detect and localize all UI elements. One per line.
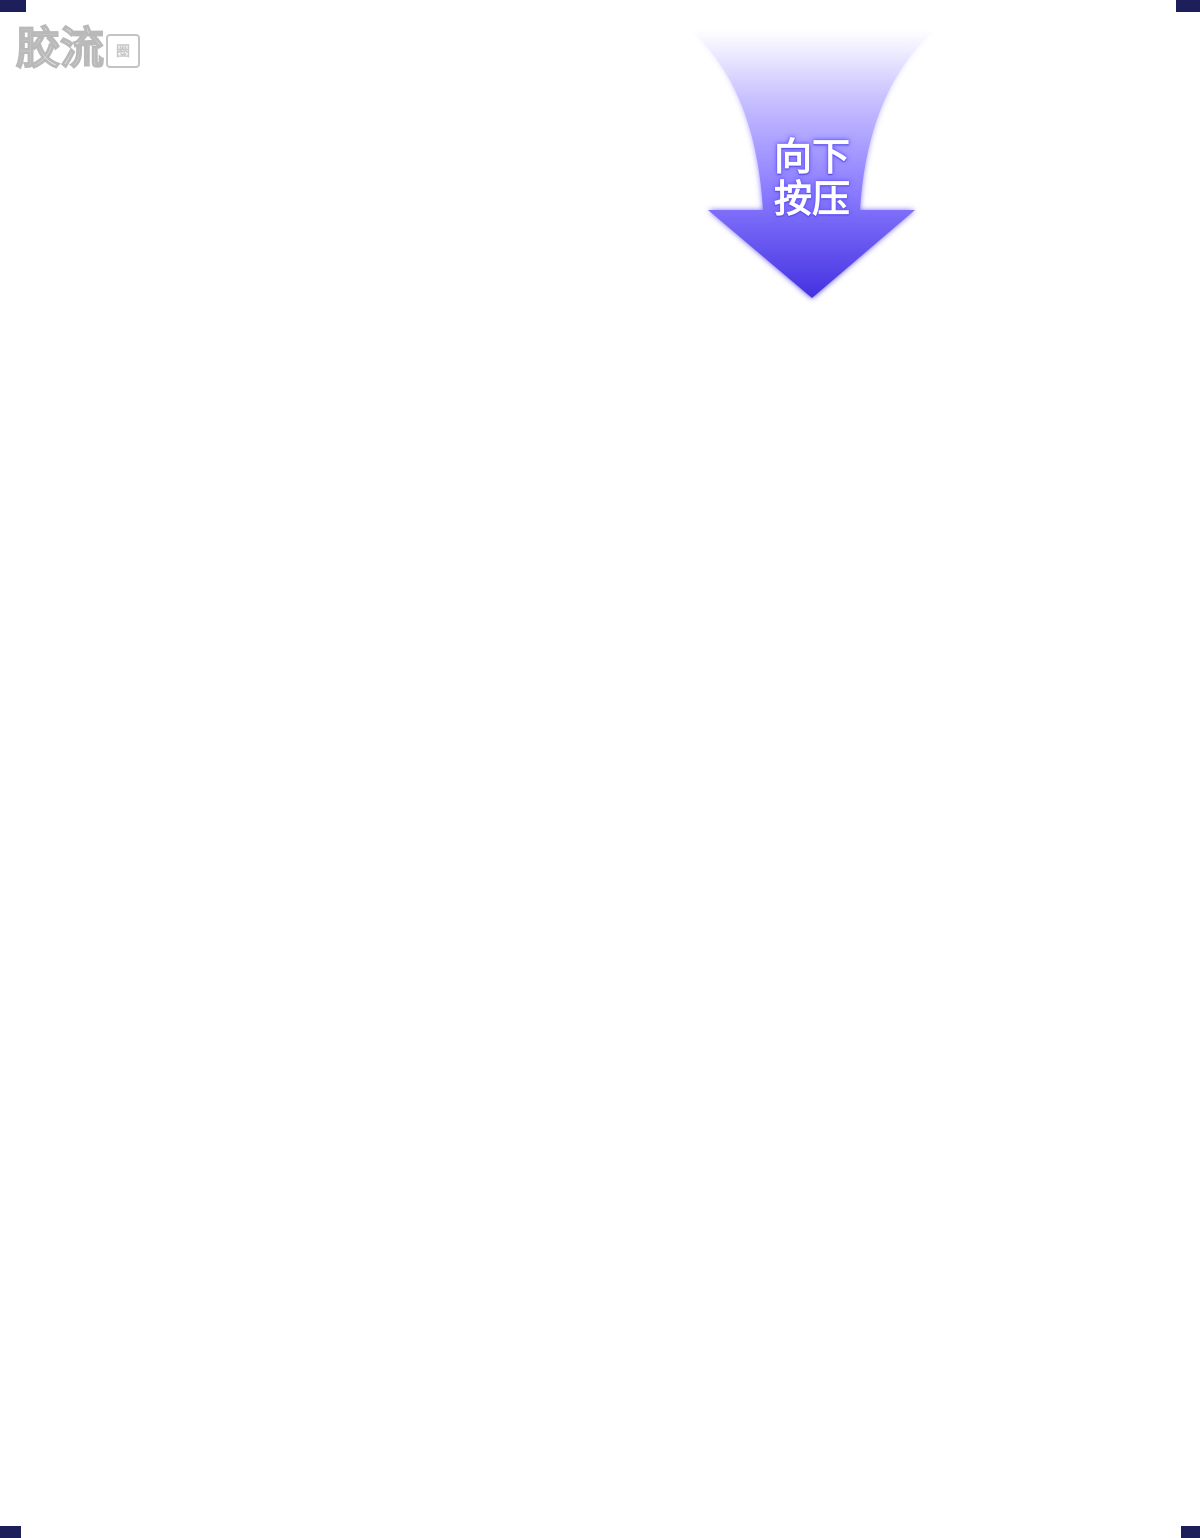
press-down-arrow: 向下 按压 (690, 30, 935, 305)
press-down-label: 向下 按压 (752, 136, 872, 220)
watermark-logo: 胶流 圈 (15, 23, 140, 75)
press-down-label-line1: 向下 (773, 135, 850, 179)
watermark-badge: 圈 (106, 34, 140, 68)
corner-mark-top-left (0, 0, 26, 12)
corner-mark-top-right (1176, 0, 1200, 12)
corner-mark-bottom-right (1181, 1526, 1200, 1538)
corner-mark-bottom-left (0, 1526, 21, 1538)
arrow-shape (690, 30, 935, 298)
watermark-text: 胶流 (15, 23, 105, 75)
press-down-label-line2: 按压 (773, 177, 850, 221)
down-arrow-icon (690, 30, 935, 298)
